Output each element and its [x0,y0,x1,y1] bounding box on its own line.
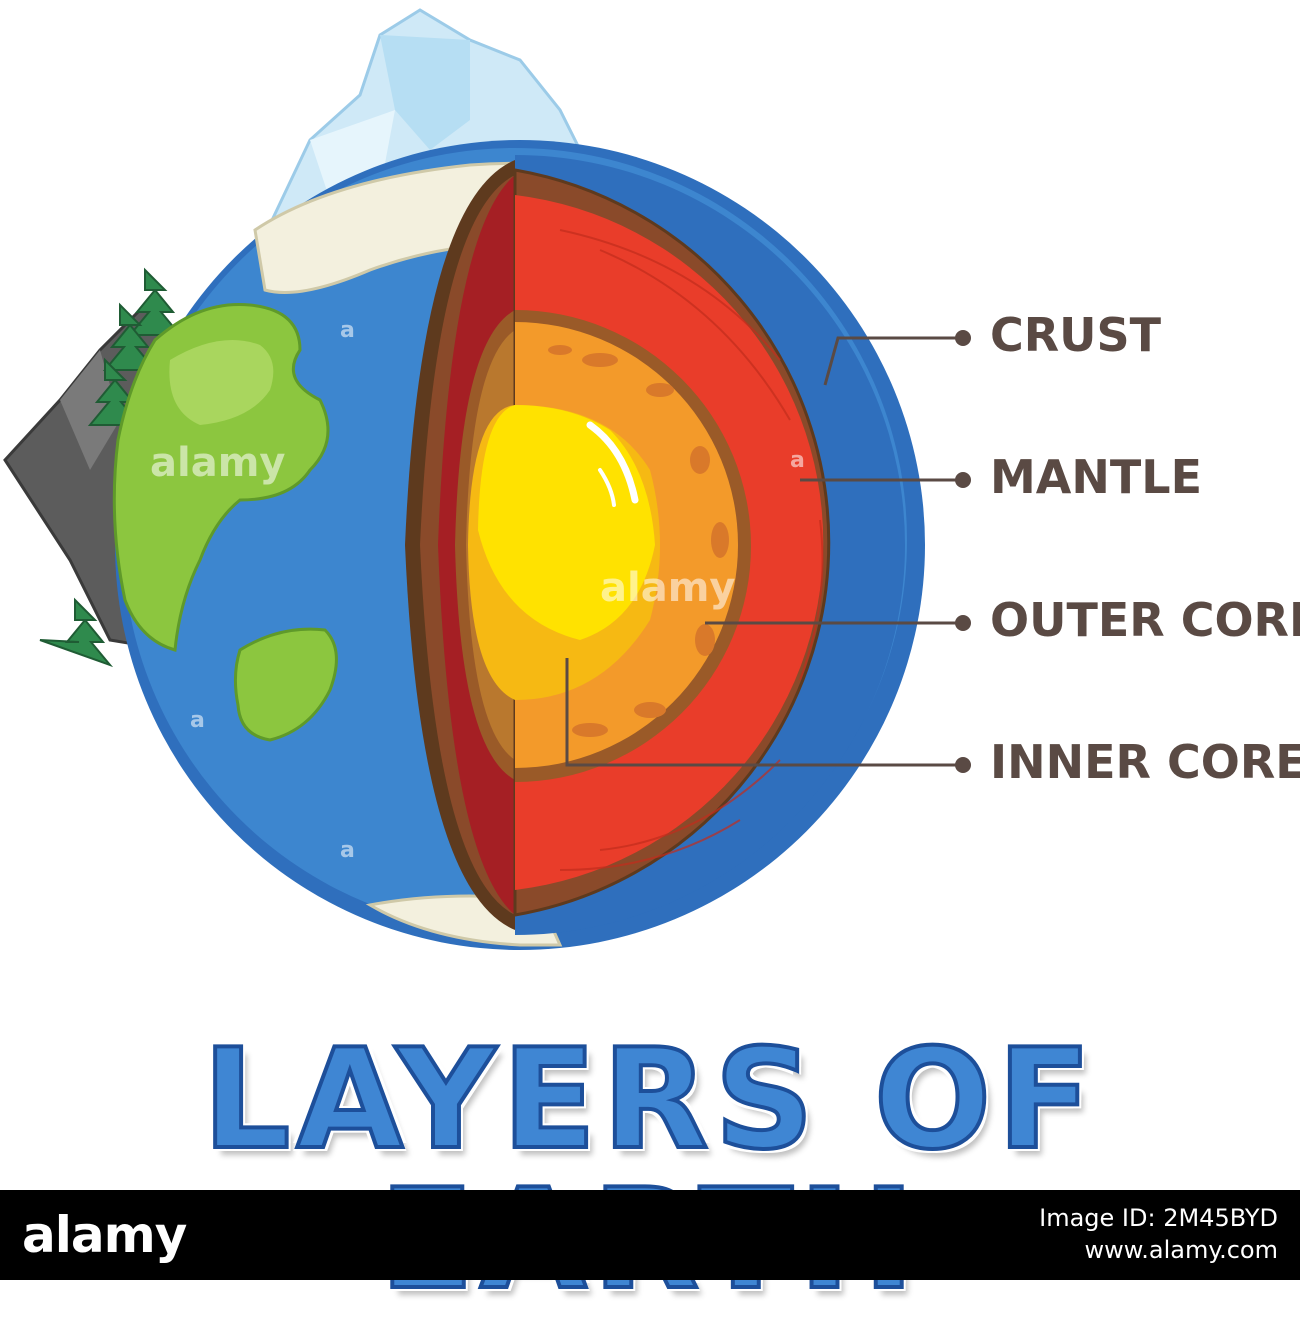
watermark-text: alamy [600,565,736,611]
site-url[interactable]: www.alamy.com [1084,1236,1278,1264]
watermark-mark: a [190,708,205,733]
stock-footer: alamy Image ID: 2M45BYD www.alamy.com [0,1190,1300,1280]
earth-illustration [3,8,971,950]
inner-core-leader-line [565,658,960,767]
label-mantle: MANTLE [990,450,1202,504]
watermark-mark: a [340,838,355,863]
watermark-mark: a [790,838,805,863]
watermark-mark: a [790,448,805,473]
tree-icon [39,267,183,668]
label-inner-core: INNER CORE [990,735,1300,789]
watermark-text: alamy [150,440,286,486]
crust-leader-line [823,336,960,386]
image-id: Image ID: 2M45BYD [1039,1204,1278,1232]
inner-core-layer [478,405,655,640]
leader-lines [565,336,960,767]
alamy-logo[interactable]: alamy [22,1206,187,1264]
outer-core-leader-dot [955,615,971,631]
label-crust: CRUST [990,308,1162,362]
label-outer-core: OUTER CORE [990,593,1300,647]
land-icon [112,302,338,742]
image-id-block: Image ID: 2M45BYD www.alamy.com [1039,1202,1278,1266]
diagram-canvas: CRUST MANTLE OUTER CORE INNER CORE alamy… [3,8,1300,1312]
earth-cross-section [405,155,905,935]
watermark-mark: a [340,318,355,343]
crust-leader-dot [955,330,971,346]
inner-core-leader-dot [955,757,971,773]
mantle-leader-dot [955,472,971,488]
